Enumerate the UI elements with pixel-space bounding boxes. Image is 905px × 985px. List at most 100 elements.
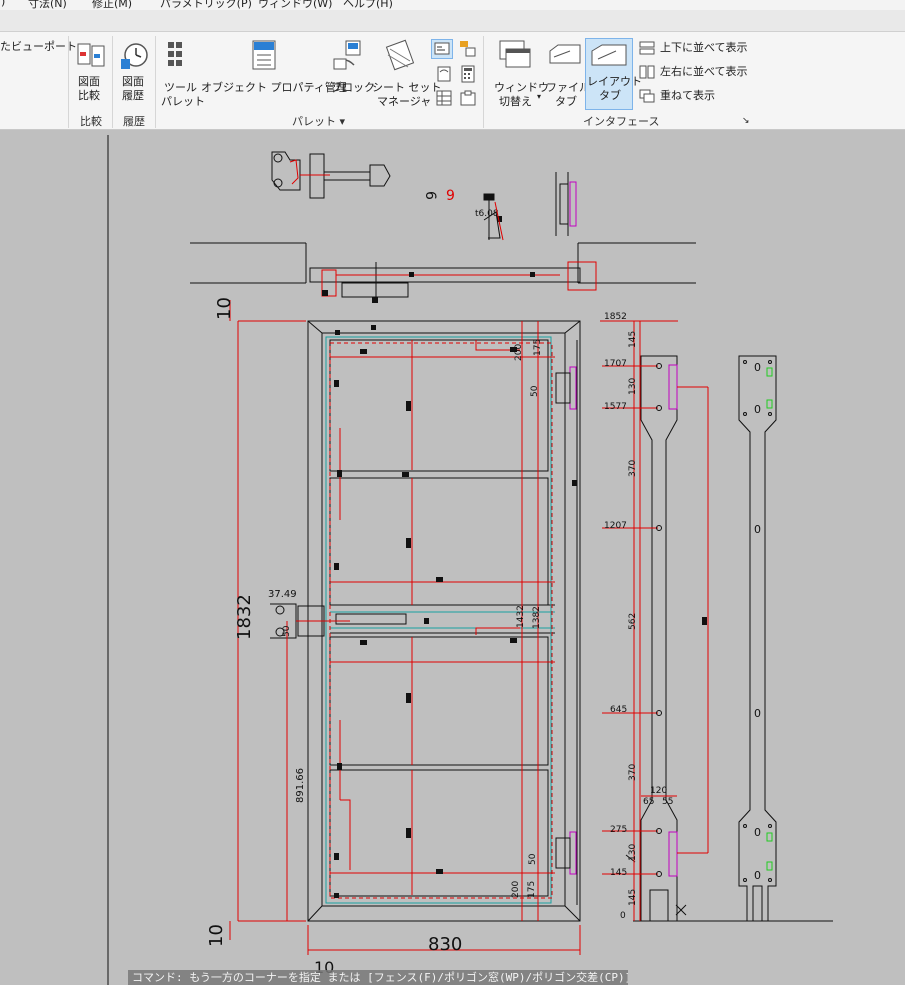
window-switch-dropdown-icon[interactable]: ▾ xyxy=(537,92,542,101)
file-tab-icon xyxy=(549,44,581,64)
clipboard-icon[interactable] xyxy=(458,88,478,108)
tile-vertical-icon xyxy=(639,65,655,79)
elev-1852: 1852 xyxy=(604,312,627,322)
tile-horizontal-button[interactable]: 上下に並べて表示 xyxy=(638,40,758,58)
seg-145-bottom: 145 xyxy=(628,889,638,906)
elev-275: 275 xyxy=(610,825,627,835)
window-switch-icon xyxy=(499,40,531,68)
cad-drawing: 6 9 t6.08 xyxy=(107,135,833,985)
drawing-canvas[interactable]: 6 9 t6.08 xyxy=(0,131,905,985)
elev-645: 645 xyxy=(610,705,627,715)
svg-text:9: 9 xyxy=(446,188,455,204)
file-tab-button[interactable]: ファイル タブ xyxy=(545,38,590,108)
sheetset-manager-button[interactable]: シート セット マネージャ xyxy=(372,38,442,108)
layout-tab-icon xyxy=(591,44,627,66)
window-switch-label-2: 切替え xyxy=(499,95,532,108)
tool-palette-icon xyxy=(168,42,182,66)
menu-item-parametric[interactable]: パラメトリック(P) xyxy=(160,0,252,10)
window-switch-button[interactable]: ウィンドウ 切替え ▾ xyxy=(490,38,549,108)
cascade-button[interactable]: 重ねて表示 xyxy=(638,88,758,106)
dim-891-66: 891.66 xyxy=(295,768,306,803)
history-label-2: 履歴 xyxy=(122,89,144,102)
seg-370-top: 370 xyxy=(628,460,638,477)
compare-icon xyxy=(77,43,105,67)
block-label: ブロック xyxy=(331,81,375,94)
dim-200-top: 200 xyxy=(514,344,524,361)
layer-states-icon[interactable] xyxy=(458,39,478,59)
drawing-history-button[interactable]: 図面 履歴 xyxy=(116,38,152,108)
block-button[interactable]: ブロック xyxy=(330,38,375,94)
hole-2: 0 xyxy=(754,403,761,416)
post-elevation xyxy=(738,355,777,922)
calculator-icon[interactable] xyxy=(458,64,478,84)
object-properties-button[interactable]: オブジェクト プロパティ管理 xyxy=(201,38,347,94)
seg-130-bottom: 130 xyxy=(628,844,638,861)
tile-vertical-button[interactable]: 左右に並べて表示 xyxy=(638,64,758,82)
sheet-grid-icon[interactable] xyxy=(434,88,454,108)
dim-175-bottom: 175 xyxy=(527,881,537,898)
tile-horizontal-label: 上下に並べて表示 xyxy=(660,41,748,54)
menu-item-window[interactable]: ウィンドウ(W) xyxy=(258,0,333,10)
menu-item-modify[interactable]: 修正(M) xyxy=(92,0,133,10)
sheetset-icon xyxy=(385,39,415,71)
sheetset-label-1: シート セット xyxy=(372,81,442,94)
file-tab-label-1: ファイル xyxy=(546,81,590,94)
layout-tab-label-2: タブ xyxy=(599,89,621,102)
menu-item-dimension[interactable]: 寸法(N) xyxy=(28,0,67,10)
frame-elevation xyxy=(625,355,833,922)
dim-height-1832: 1832 xyxy=(234,594,255,640)
elev-1207: 1207 xyxy=(604,521,627,531)
hole-1: 0 xyxy=(754,361,761,374)
layout-tab-label-1: レイアウト xyxy=(587,75,642,88)
hole-6: 0 xyxy=(754,869,761,882)
object-properties-label: オブジェクト プロパティ管理 xyxy=(201,81,347,94)
ribbon-panel: たビューポート 図面 比較 比較 図面 履歴 履歴 ツール xyxy=(0,32,905,130)
elev-0: 0 xyxy=(620,911,626,921)
menu-item-cut[interactable]: ) xyxy=(1,0,6,8)
elev-1577: 1577 xyxy=(604,402,627,412)
history-label-1: 図面 xyxy=(122,75,144,88)
elev-145: 145 xyxy=(610,868,627,878)
dim-200-bottom: 200 xyxy=(511,881,521,898)
tool-palette-button[interactable]: ツール パレット xyxy=(158,38,205,108)
dim-1382: 1382 xyxy=(532,606,542,629)
tile-vertical-label: 左右に並べて表示 xyxy=(660,65,748,78)
group-history-label: 履歴 xyxy=(123,115,145,128)
menu-bar: ) 寸法(N) 修正(M) パラメトリック(P) ウィンドウ(W) ヘルプ(H) xyxy=(0,0,905,10)
dim-37-49: 37.49 xyxy=(268,589,297,600)
window-switch-label-1: ウィンドウ xyxy=(494,81,549,94)
viewport-button-label[interactable]: たビューポート xyxy=(0,40,77,53)
dim-top-10: 10 xyxy=(214,297,235,320)
compare-label-1: 図面 xyxy=(78,75,100,88)
dim-50-bottom: 50 xyxy=(528,853,538,865)
elev-1707: 1707 xyxy=(604,359,627,369)
group-palette-label[interactable]: パレット ▾ xyxy=(292,115,346,128)
svg-text:6: 6 xyxy=(422,191,438,200)
properties-icon xyxy=(252,40,276,70)
drawing-compare-button[interactable]: 図面 比較 xyxy=(72,38,110,108)
menu-item-help[interactable]: ヘルプ(H) xyxy=(343,0,393,10)
file-tab-label-2: タブ xyxy=(555,95,577,108)
cascade-label: 重ねて表示 xyxy=(660,89,715,102)
group-compare-label: 比較 xyxy=(80,115,102,128)
tile-horizontal-icon xyxy=(639,41,655,55)
command-line-toggle[interactable] xyxy=(431,39,453,59)
compare-label-2: 比較 xyxy=(78,89,100,102)
dim-bottom-10: 10 xyxy=(206,924,227,947)
seg-130-top: 130 xyxy=(628,378,638,395)
hole-4: 0 xyxy=(754,707,761,720)
command-line-icon xyxy=(434,42,450,55)
dim-t6: t6.08 xyxy=(475,209,499,219)
markup-icon[interactable] xyxy=(434,64,454,84)
tool-palette-label-2: パレット xyxy=(161,95,205,108)
panel-expand-icon[interactable]: ↘ xyxy=(742,116,750,126)
layout-tab-button[interactable]: レイアウト タブ xyxy=(585,38,642,110)
dim-50-handle: 50 xyxy=(282,625,292,637)
sheetset-label-2: マネージャ xyxy=(377,95,432,108)
cascade-icon xyxy=(639,89,655,103)
dim-65: 65 xyxy=(643,797,654,807)
dim-55: 55 xyxy=(662,797,673,807)
dim-120: 120 xyxy=(650,786,667,796)
group-interface-label: インタフェース xyxy=(583,115,660,128)
command-line[interactable]: コマンド: もう一方のコーナーを指定 または [フェンス(F)/ポリゴン窓(WP… xyxy=(128,970,628,985)
